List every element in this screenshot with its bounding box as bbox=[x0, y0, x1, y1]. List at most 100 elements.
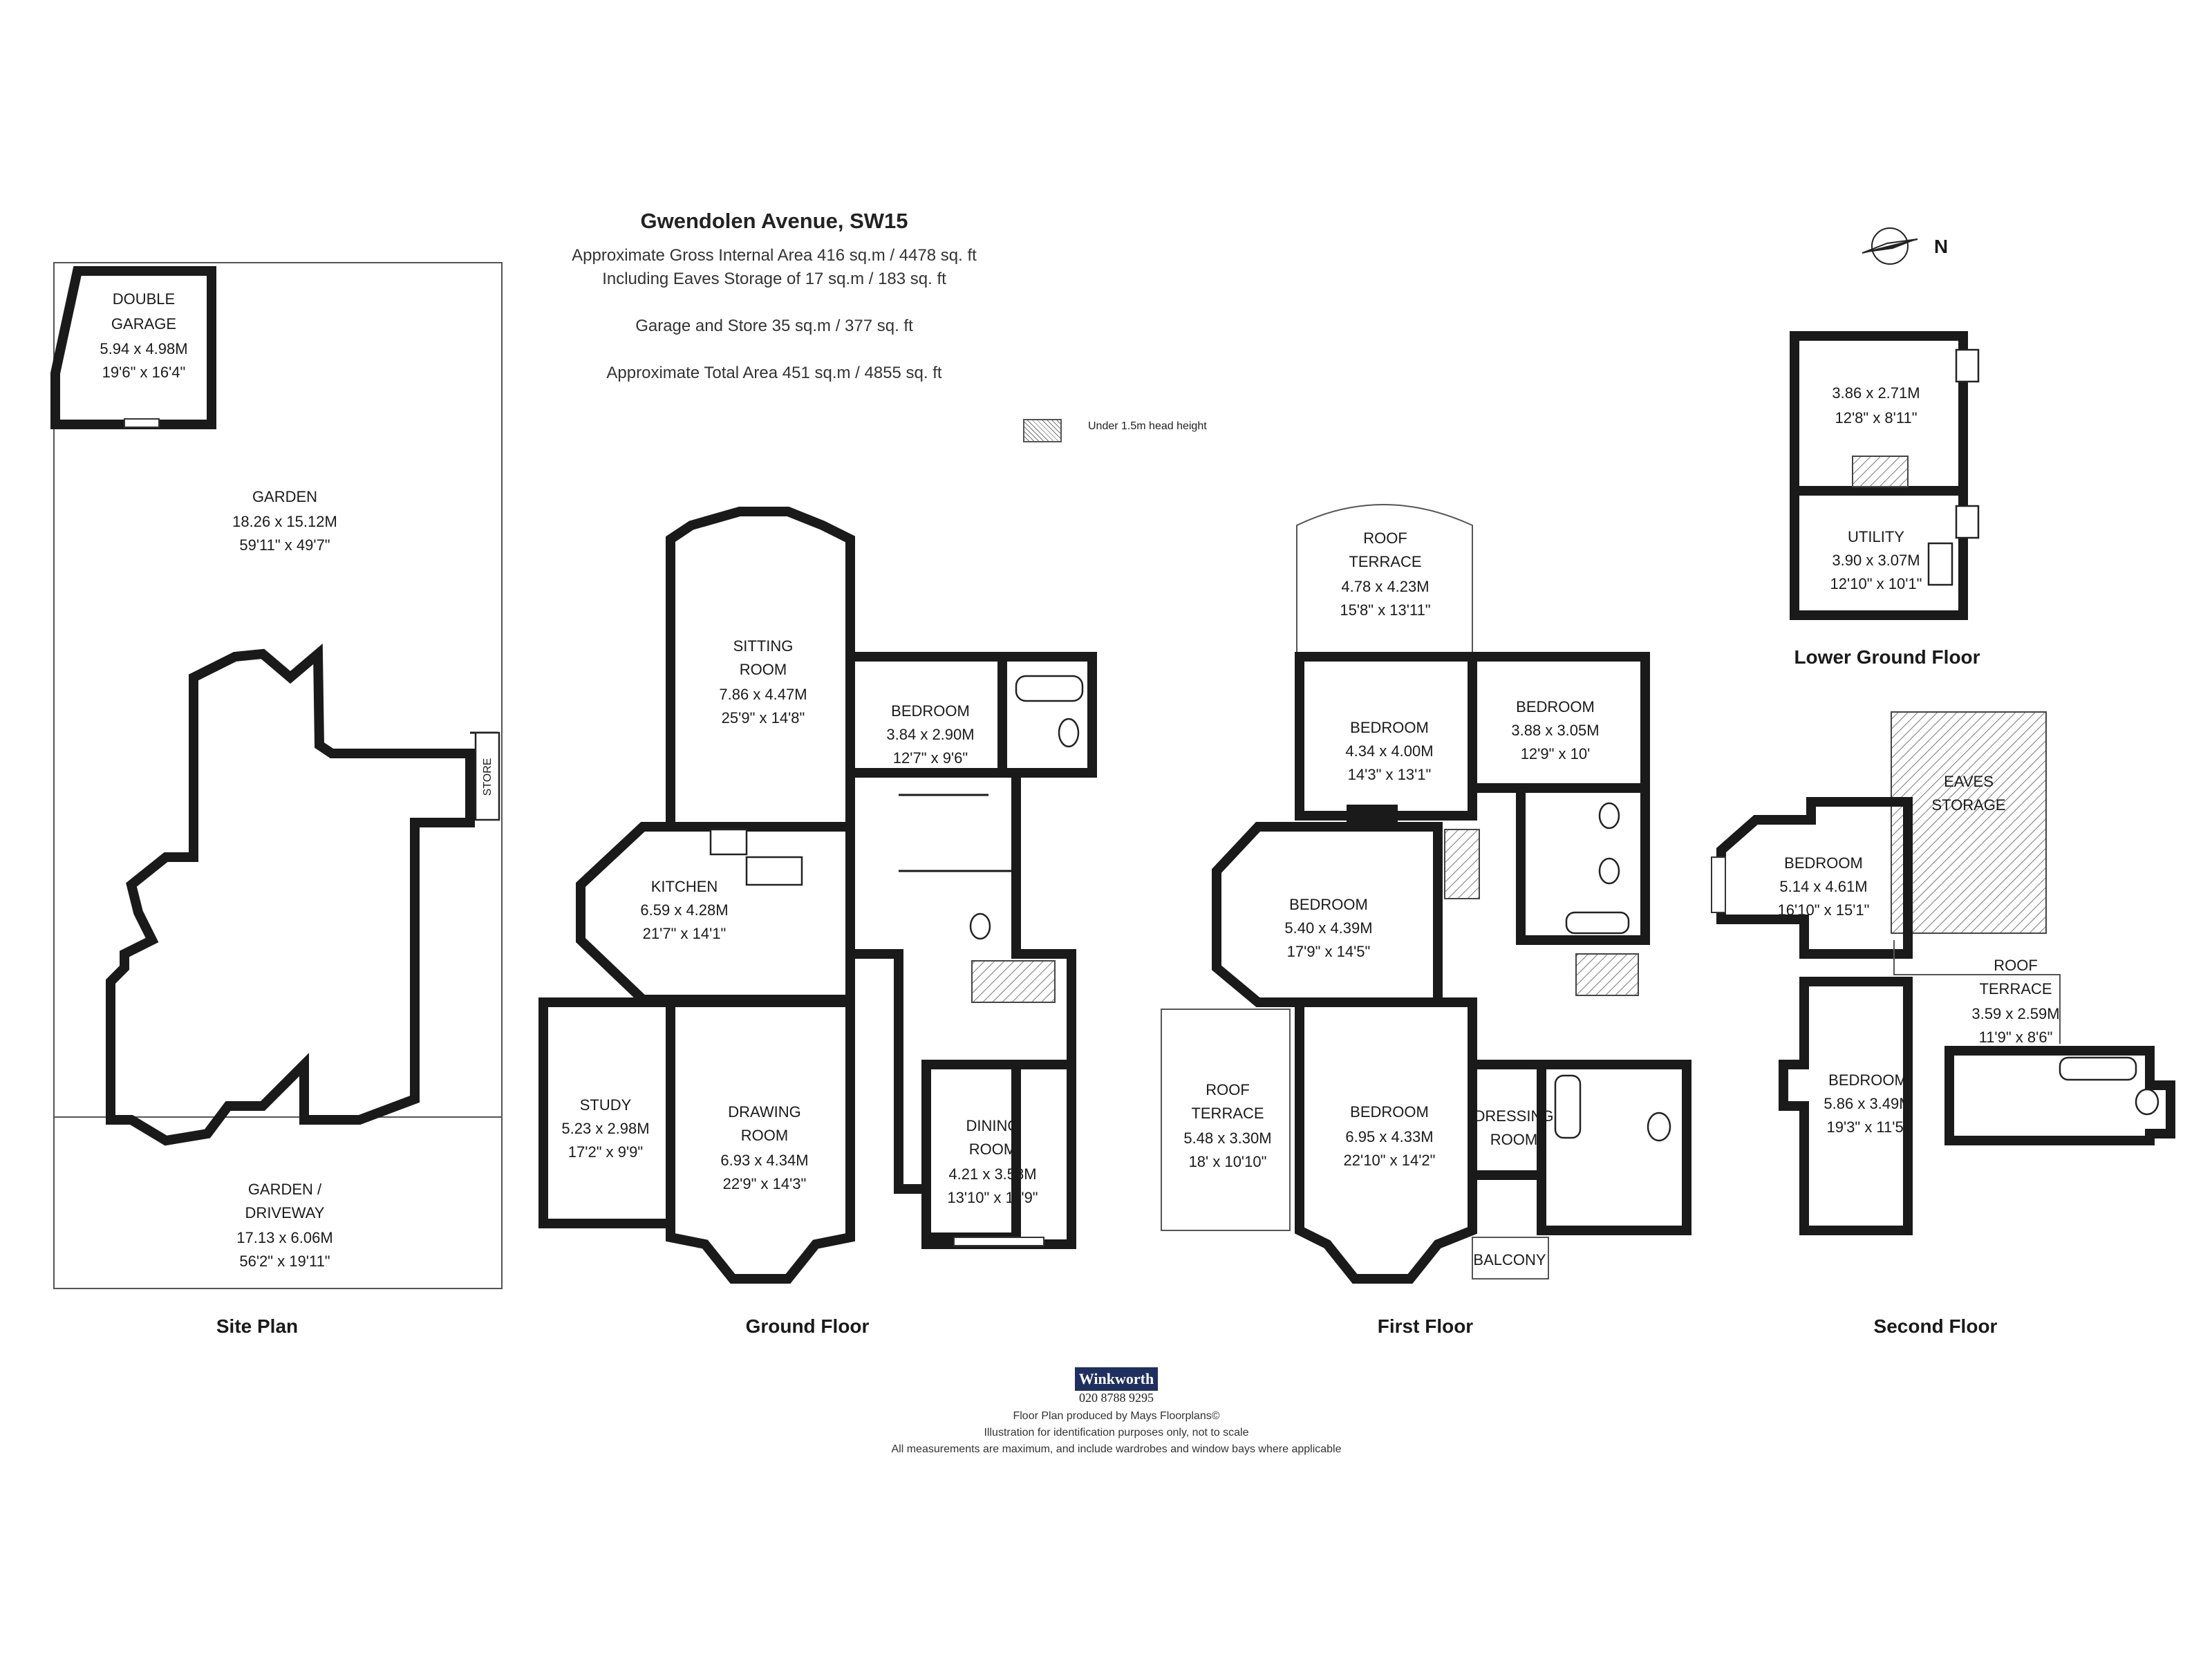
second-bedroom-a-size-m: 5.14 x 4.61M bbox=[1779, 878, 1867, 895]
first-floor-plan: ROOF TERRACE 4.78 x 4.23M 15'8" x 13'11"… bbox=[1161, 504, 1691, 1337]
sitting-room-size-ft: 25'9" x 14'8" bbox=[722, 709, 805, 727]
second-bedroom-b-name: BEDROOM bbox=[1828, 1071, 1907, 1089]
first-bedroom-b-size-m: 3.88 x 3.05M bbox=[1511, 722, 1599, 739]
lower-ground-floor-plan: 3.86 x 2.71M 12'8" x 8'11" UTILITY 3.90 … bbox=[1790, 331, 1980, 668]
dining-room-name-1: DINING bbox=[966, 1117, 1020, 1134]
drawing-room-name-2: ROOM bbox=[741, 1127, 788, 1144]
first-bathroom-walls bbox=[1516, 783, 1650, 945]
ground-dining-room-walls bbox=[921, 1060, 1076, 1249]
first-roof-terrace-left-name-2: TERRACE bbox=[1191, 1105, 1264, 1122]
study-size-ft: 17'2" x 9'9" bbox=[568, 1143, 643, 1161]
lower-ground-floor-caption: Lower Ground Floor bbox=[1794, 646, 1980, 668]
first-bedroom-d-size-ft: 22'10" x 14'2" bbox=[1344, 1152, 1436, 1169]
second-floor-caption: Second Floor bbox=[1874, 1315, 1998, 1337]
dressing-room-name-2: ROOM bbox=[1490, 1131, 1537, 1148]
garage-size-ft: 19'6" x 16'4" bbox=[102, 364, 186, 381]
site-store-label: STORE bbox=[482, 758, 494, 796]
driveway-size-ft: 56'2" x 19'11" bbox=[239, 1253, 330, 1270]
second-roof-terrace-name-2: TERRACE bbox=[1979, 980, 2052, 997]
north-label: N bbox=[1934, 236, 1948, 257]
garden-name: GARDEN bbox=[252, 488, 317, 505]
hatch-legend-label: Under 1.5m head height bbox=[1088, 420, 1207, 432]
first-roof-terrace-top-size-ft: 15'8" x 13'11" bbox=[1340, 601, 1430, 619]
study-name: STUDY bbox=[580, 1096, 632, 1114]
kitchen-size-m: 6.59 x 4.28M bbox=[640, 901, 728, 919]
second-bedroom-a-size-ft: 16'10" x 15'1" bbox=[1778, 901, 1870, 919]
ground-bedroom-size-ft: 12'7" x 9'6" bbox=[893, 749, 968, 767]
lower-room-size-m: 3.86 x 2.71M bbox=[1832, 384, 1920, 402]
first-roof-terrace-top-size-m: 4.78 x 4.23M bbox=[1341, 578, 1429, 595]
second-floor-plan: EAVES STORAGE BEDROOM 5.14 x 4.61M 16'10… bbox=[1711, 711, 2175, 1337]
first-bedroom-c-size-ft: 17'9" x 14'5" bbox=[1287, 943, 1371, 960]
eaves-storage-area bbox=[1891, 711, 2047, 934]
lower-room-size-ft: 12'8" x 8'11" bbox=[1835, 409, 1917, 427]
first-roof-terrace-top-name-1: ROOF bbox=[1363, 529, 1407, 547]
driveway-name-1: GARDEN / bbox=[248, 1181, 322, 1198]
sitting-room-name-2: ROOM bbox=[740, 661, 787, 678]
first-bedroom-c-size-m: 5.40 x 4.39M bbox=[1284, 919, 1372, 937]
dressing-room-name-1: DRESSING bbox=[1474, 1107, 1554, 1125]
drawing-room-size-ft: 22'9" x 14'3" bbox=[723, 1175, 807, 1192]
second-bedroom-b-walls bbox=[1779, 977, 1913, 1235]
site-boundary bbox=[53, 262, 503, 1289]
garden-size-m: 18.26 x 15.12M bbox=[232, 513, 337, 530]
balcony-name: BALCONY bbox=[1473, 1251, 1546, 1268]
first-roof-terrace-left-size-ft: 18' x 10'10" bbox=[1189, 1153, 1267, 1170]
site-house-footprint bbox=[106, 644, 475, 1146]
second-bedroom-b-size-m: 5.86 x 3.49M bbox=[1824, 1095, 1911, 1112]
agent-phone: 020 8788 9295 bbox=[1079, 1391, 1154, 1405]
first-roof-terrace-top-name-2: TERRACE bbox=[1349, 553, 1421, 570]
first-bedroom-c-name: BEDROOM bbox=[1289, 896, 1368, 913]
first-bedroom-a-size-m: 4.34 x 4.00M bbox=[1345, 742, 1433, 760]
first-bedroom-d-name: BEDROOM bbox=[1350, 1103, 1429, 1121]
winkworth-logo: Winkworth bbox=[1075, 1367, 1158, 1391]
drawing-room-name-1: DRAWING bbox=[728, 1103, 801, 1121]
hatch-legend-swatch bbox=[1023, 419, 1062, 442]
lower-ground-utility-walls bbox=[1790, 486, 1968, 620]
ground-ensuite-walls bbox=[997, 652, 1097, 778]
first-roof-terrace-left-name-1: ROOF bbox=[1206, 1081, 1250, 1098]
ground-bedroom-size-m: 3.84 x 2.90M bbox=[886, 726, 974, 743]
drawing-room-size-m: 6.93 x 4.34M bbox=[720, 1152, 808, 1169]
footer-producer-text: Floor Plan produced by Mays Floorplans© bbox=[1013, 1410, 1220, 1422]
dining-room-size-ft: 13'10" x 11'9" bbox=[947, 1189, 1038, 1206]
first-floor-caption: First Floor bbox=[1378, 1315, 1474, 1337]
second-bathroom-walls bbox=[1944, 1046, 2175, 1145]
first-roof-terrace-left-size-m: 5.48 x 3.30M bbox=[1183, 1130, 1271, 1147]
ground-floor-plan: SITTING ROOM 7.86 x 4.47M 25'9" x 14'8" … bbox=[538, 507, 1097, 1337]
eaves-name-2: STORAGE bbox=[1931, 796, 2005, 814]
second-roof-terrace-size-m: 3.59 x 2.59M bbox=[1971, 1005, 2059, 1022]
gross-area-text: Approximate Gross Internal Area 416 sq.m… bbox=[572, 246, 977, 265]
kitchen-size-ft: 21'7" x 14'1" bbox=[643, 925, 727, 942]
utility-size-ft: 12'10" x 10'1" bbox=[1830, 575, 1922, 592]
garage-size-m: 5.94 x 4.98M bbox=[100, 340, 187, 357]
first-bedroom-d-size-m: 6.95 x 4.33M bbox=[1345, 1128, 1433, 1145]
study-size-m: 5.23 x 2.98M bbox=[561, 1120, 649, 1137]
first-roof-terrace-left-outline bbox=[1161, 1009, 1291, 1231]
first-bedroom-a-name: BEDROOM bbox=[1350, 719, 1429, 736]
eaves-area-text: Including Eaves Storage of 17 sq.m / 183… bbox=[602, 270, 946, 288]
footer-measurements-text: All measurements are maximum, and includ… bbox=[891, 1443, 1342, 1455]
ground-bedroom-name: BEDROOM bbox=[891, 702, 970, 720]
property-title: Gwendolen Avenue, SW15 bbox=[640, 209, 908, 233]
utility-size-m: 3.90 x 3.07M bbox=[1832, 552, 1920, 569]
ground-drawing-room-walls bbox=[666, 997, 855, 1284]
sitting-room-name-1: SITTING bbox=[733, 637, 794, 655]
garage-area-text: Garage and Store 35 sq.m / 377 sq. ft bbox=[635, 317, 913, 335]
garage-name-2: GARAGE bbox=[111, 315, 176, 332]
first-bedroom-c-walls bbox=[1212, 822, 1443, 1007]
garage-name-1: DOUBLE bbox=[113, 290, 175, 308]
second-bedroom-a-name: BEDROOM bbox=[1784, 854, 1863, 872]
utility-name: UTILITY bbox=[1848, 528, 1904, 545]
driveway-name-2: DRIVEWAY bbox=[245, 1204, 325, 1221]
second-roof-terrace-size-ft: 11'9" x 8'6" bbox=[1979, 1029, 2053, 1046]
second-roof-terrace-outline bbox=[1893, 940, 2061, 1044]
kitchen-name: KITCHEN bbox=[651, 878, 718, 895]
site-plan-caption: Site Plan bbox=[216, 1315, 298, 1337]
dining-room-name-2: ROOM bbox=[969, 1141, 1016, 1158]
first-roof-terrace-top-outline bbox=[1296, 504, 1473, 657]
second-roof-terrace-name-1: ROOF bbox=[1994, 957, 2038, 974]
garden-size-ft: 59'11" x 49'7" bbox=[239, 536, 330, 554]
dining-room-size-m: 4.21 x 3.58M bbox=[948, 1165, 1036, 1183]
